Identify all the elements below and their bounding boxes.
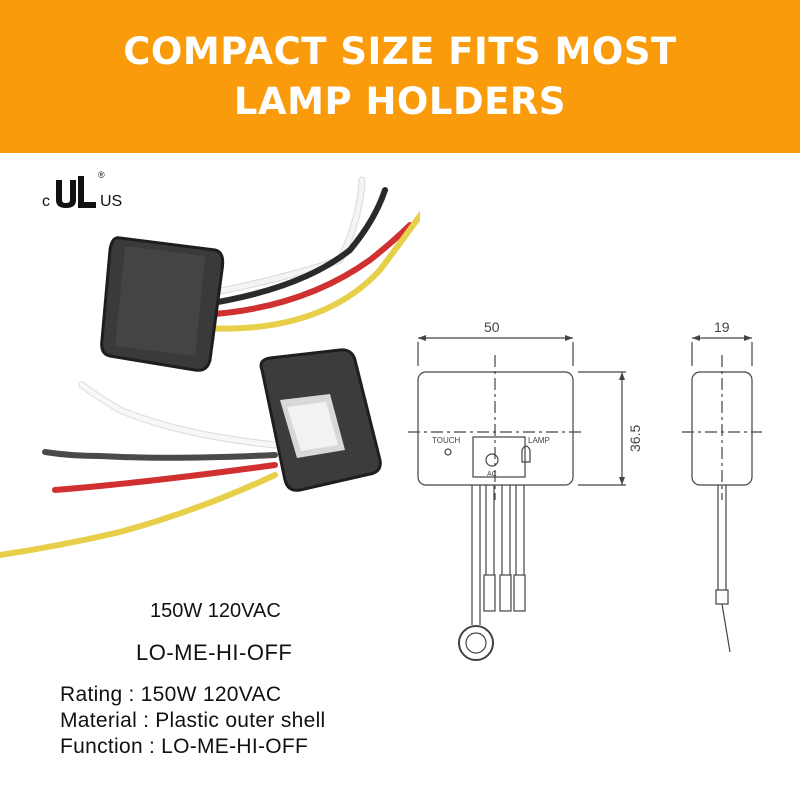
spec-label: Material xyxy=(60,709,138,732)
banner-title-line-1: COMPACT SIZE FITS MOST xyxy=(123,29,677,73)
spec-row-function: Function:LO-ME-HI-OFF xyxy=(60,735,309,758)
cert-c-text: c xyxy=(42,193,50,210)
spec-label: Function xyxy=(60,735,143,758)
header-banner: COMPACT SIZE FITS MOST LAMP HOLDERS xyxy=(0,0,800,153)
spec-row-rating: Rating:150W 120VAC xyxy=(60,683,282,706)
dimension-drawing: 50 36.5 19 TOUCH LAMP AC xyxy=(408,319,762,661)
ul-u-glyph xyxy=(56,180,76,208)
spec-label: Rating xyxy=(60,683,123,706)
top-module xyxy=(100,236,225,372)
ul-l-glyph xyxy=(78,176,96,208)
product-photo xyxy=(0,176,420,558)
lamp-label: LAMP xyxy=(528,436,550,445)
ac-label: AC xyxy=(487,471,497,478)
ul-listed-mark-icon: c ® US xyxy=(42,170,122,210)
depth-dimension-label: 19 xyxy=(714,319,730,335)
top-module-wires xyxy=(196,176,420,332)
height-dimension-label: 36.5 xyxy=(627,425,643,452)
modes-text: LO-ME-HI-OFF xyxy=(136,640,293,665)
spec-value: Plastic outer shell xyxy=(155,709,326,732)
spec-value: 150W 120VAC xyxy=(140,683,282,706)
spec-row-material: Material:Plastic outer shell xyxy=(60,709,326,732)
width-dimension-label: 50 xyxy=(484,319,500,335)
cert-us-text: US xyxy=(100,193,122,210)
cert-registered-mark: ® xyxy=(98,170,105,180)
touch-label: TOUCH xyxy=(432,436,461,445)
banner-title-line-2: LAMP HOLDERS xyxy=(233,79,567,123)
bottom-module xyxy=(259,348,382,492)
power-rating-text: 150W 120VAC xyxy=(150,600,281,622)
bottom-module-wires xyxy=(0,381,279,558)
spec-value: LO-ME-HI-OFF xyxy=(161,735,309,758)
